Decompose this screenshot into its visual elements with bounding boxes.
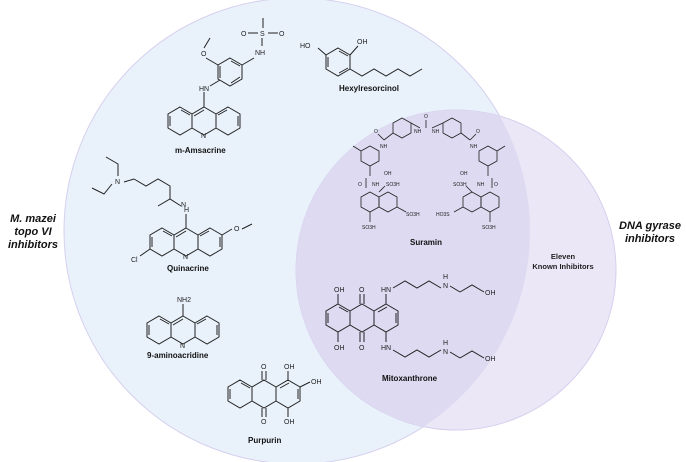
suramin-amide-o-ml: O xyxy=(358,182,362,188)
mitoxanthrone-oh-top: OH xyxy=(334,287,345,294)
hexylresorcinol-ho: HO xyxy=(300,43,311,50)
set-label-dna-gyrase: DNA gyrase inhibitors xyxy=(616,220,684,246)
suramin-nh-right: NH xyxy=(470,144,478,150)
amsacrine-structure xyxy=(167,18,278,136)
suramin-so3h-tl: SO3H xyxy=(386,182,400,188)
amsacrine-o-left: O xyxy=(241,31,247,38)
set-label-mmazei-line-1: M. mazei xyxy=(10,213,56,225)
suramin-so3h-tr: SO3H xyxy=(453,182,467,188)
mitoxanthrone-structure xyxy=(325,280,485,359)
amsacrine-sulfonamide-nh: NH xyxy=(255,50,265,57)
compound-label-purpurin: Purpurin xyxy=(248,436,282,445)
set-label-dna-gyrase-line-2: inhibitors xyxy=(624,233,676,245)
purpurin-o-bottom: O xyxy=(261,419,267,426)
mitoxanthrone-oh-bottom: OH xyxy=(334,345,345,352)
suramin-so3h-br: SO3H xyxy=(482,225,496,231)
compound-label-hexylresorcinol: Hexylresorcinol xyxy=(339,84,400,93)
note-line-2: Known Inhibitors xyxy=(532,262,594,271)
amsacrine-nh: HN xyxy=(199,86,209,93)
set-label-mmazei: M. mazei topo VI inhibitors xyxy=(2,213,64,252)
suramin-oh-left: OH xyxy=(384,171,392,177)
purpurin-o-top: O xyxy=(261,364,267,371)
purpurin-oh-2: OH xyxy=(311,379,322,386)
suramin-oh-right: OH xyxy=(460,171,468,177)
quinacrine-o: O xyxy=(234,226,240,233)
quinacrine-cl: Cl xyxy=(131,257,138,264)
mitoxanthrone-oh-end-bottom: OH xyxy=(485,356,496,363)
amsacrine-o-right: O xyxy=(279,31,285,38)
aminoacridine-structure xyxy=(146,304,220,345)
purpurin-oh-4: OH xyxy=(284,419,295,426)
mitoxanthrone-oh-end-top: OH xyxy=(485,290,496,297)
note-line-1: Eleven xyxy=(550,252,576,261)
amsacrine-methoxy-o: O xyxy=(201,51,207,58)
mitoxanthrone-nh-top-n: N xyxy=(443,283,448,290)
aminoacridine-ring-n: N xyxy=(180,343,185,350)
mitoxanthrone-nh-bottom-h: H xyxy=(443,340,448,347)
compound-label-aminoacridine: 9-aminoacridine xyxy=(147,351,209,360)
suramin-ho3s-mr: HO3S xyxy=(436,212,450,218)
suramin-amide-o-tr: O xyxy=(476,129,480,135)
set-label-mmazei-line-2: topo VI xyxy=(14,226,52,238)
quinacrine-structure xyxy=(91,156,253,257)
purpurin-oh-1: OH xyxy=(284,364,295,371)
set-label-mmazei-line-3: inhibitors xyxy=(7,239,59,251)
suramin-urea-nh-left: NH xyxy=(414,129,422,135)
mitoxanthrone-hn-bottom: HN xyxy=(381,345,391,352)
suramin-nh-left: NH xyxy=(380,144,388,150)
eleven-known-inhibitors-note: Eleven Known Inhibitors xyxy=(520,252,606,272)
purpurin-structure xyxy=(227,371,311,417)
aminoacridine-nh2: NH2 xyxy=(177,297,191,304)
mitoxanthrone-o-bottom: O xyxy=(359,345,365,352)
suramin-nh-lower-left: NH xyxy=(372,182,380,188)
compound-label-suramin: Suramin xyxy=(410,238,443,247)
compound-label-amsacrine: m-Amsacrine xyxy=(175,146,226,155)
compound-label-mitoxanthrone: Mitoxanthrone xyxy=(382,374,438,383)
compound-label-quinacrine: Quinacrine xyxy=(167,264,209,273)
quinacrine-nh-n: N xyxy=(181,202,186,209)
hexylresorcinol-oh: OH xyxy=(357,39,368,46)
mitoxanthrone-nh-bottom-n: N xyxy=(443,349,448,356)
mitoxanthrone-o-top: O xyxy=(359,287,365,294)
suramin-structure xyxy=(352,117,506,222)
quinacrine-nh: H xyxy=(184,207,189,214)
amsacrine-ring-n: N xyxy=(201,133,206,140)
quinacrine-ring-n: N xyxy=(183,254,188,261)
amsacrine-s: S xyxy=(260,31,265,38)
suramin-nh-lower-right: NH xyxy=(477,182,485,188)
mitoxanthrone-nh-top-h: H xyxy=(443,274,448,281)
overlap-region xyxy=(296,110,530,430)
quinacrine-amine-n: N xyxy=(115,179,120,186)
suramin-urea-nh-right: NH xyxy=(432,129,440,135)
set-label-dna-gyrase-line-1: DNA gyrase xyxy=(619,220,681,232)
mitoxanthrone-hn-top: HN xyxy=(381,287,391,294)
hexylresorcinol-structure xyxy=(317,45,423,77)
suramin-so3h-ml: SO3H xyxy=(406,212,420,218)
suramin-amide-o-tl: O xyxy=(374,129,378,135)
suramin-amide-o-mr: O xyxy=(494,182,498,188)
suramin-urea-o: O xyxy=(424,114,428,120)
suramin-so3h-bl: SO3H xyxy=(362,225,376,231)
